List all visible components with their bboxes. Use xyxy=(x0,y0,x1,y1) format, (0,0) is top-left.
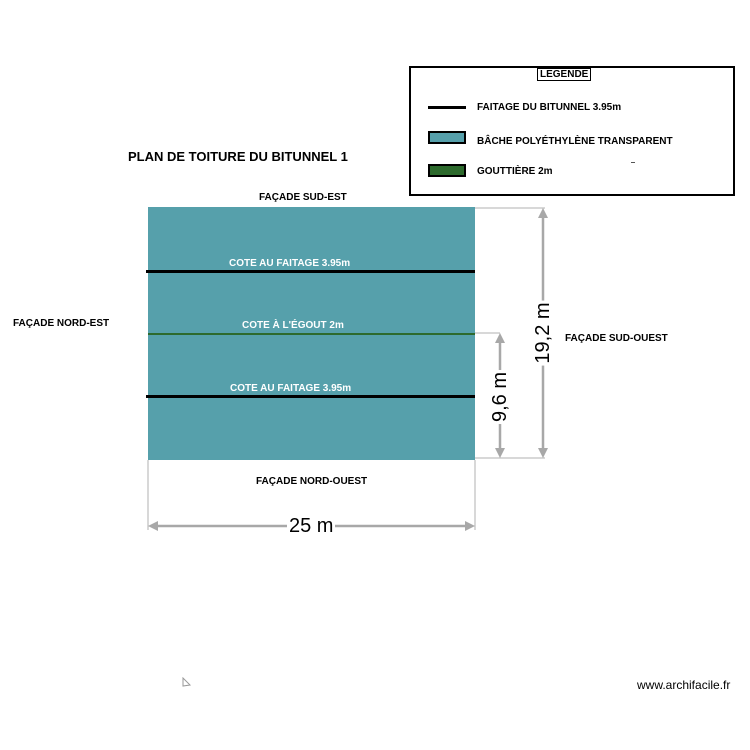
dim-full-height-label: 19,2 m xyxy=(532,300,554,366)
cursor-icon xyxy=(182,677,192,687)
legend-label-gutter: GOUTTIÈRE 2m xyxy=(477,166,553,177)
arrow-down-icon xyxy=(538,448,548,458)
ridge-bottom-label: COTE AU FAITAGE 3.95m xyxy=(230,383,352,394)
facade-north-west-label: FAÇADE NORD-OUEST xyxy=(256,476,368,487)
ridge-line-icon xyxy=(428,106,466,109)
watermark[interactable]: www.archifacile.fr xyxy=(637,678,731,692)
legend-item-gutter: GOUTTIÈRE 2m xyxy=(425,164,715,180)
ridge-top-label: COTE AU FAITAGE 3.95m xyxy=(229,258,351,269)
legend-mark-icon xyxy=(631,162,635,163)
legend-label-tarp: BÂCHE POLYÉTHYLÈNE TRANSPARENT xyxy=(477,136,673,147)
gutter-line xyxy=(148,333,475,335)
plan-title: PLAN DE TOITURE DU BITUNNEL 1 xyxy=(128,149,348,164)
arrow-left-icon xyxy=(148,521,158,531)
gutter-swatch-icon xyxy=(428,164,466,177)
facade-north-east-label: FAÇADE NORD-EST xyxy=(13,318,110,329)
dim-width-label: 25 m xyxy=(287,515,336,537)
arrow-right-icon xyxy=(465,521,475,531)
dim-half-height-label: 9,6 m xyxy=(489,369,511,425)
legend-item-tarp: BÂCHE POLYÉTHYLÈNE TRANSPARENT xyxy=(425,131,715,147)
legend-box: LEGENDE FAITAGE DU BITUNNEL 3.95m BÂCHE … xyxy=(409,66,735,196)
roof-tarp-area: COTE AU FAITAGE 3.95m COTE À L'ÉGOUT 2m … xyxy=(146,207,475,460)
arrow-up-icon xyxy=(495,333,505,343)
ridge-line-bottom xyxy=(146,395,475,398)
ridge-line-top xyxy=(146,270,475,273)
legend-label-ridge: FAITAGE DU BITUNNEL 3.95m xyxy=(477,102,622,113)
legend-item-ridge: FAITAGE DU BITUNNEL 3.95m xyxy=(425,100,715,116)
tarp-swatch-icon xyxy=(428,131,466,144)
facade-south-west-label: FAÇADE SUD-OUEST xyxy=(565,333,668,344)
facade-south-east-label: FAÇADE SUD-EST xyxy=(259,192,347,203)
arrow-up-icon xyxy=(538,208,548,218)
arrow-down-icon xyxy=(495,448,505,458)
gutter-label: COTE À L'ÉGOUT 2m xyxy=(242,320,344,331)
legend-title: LEGENDE xyxy=(537,68,592,81)
